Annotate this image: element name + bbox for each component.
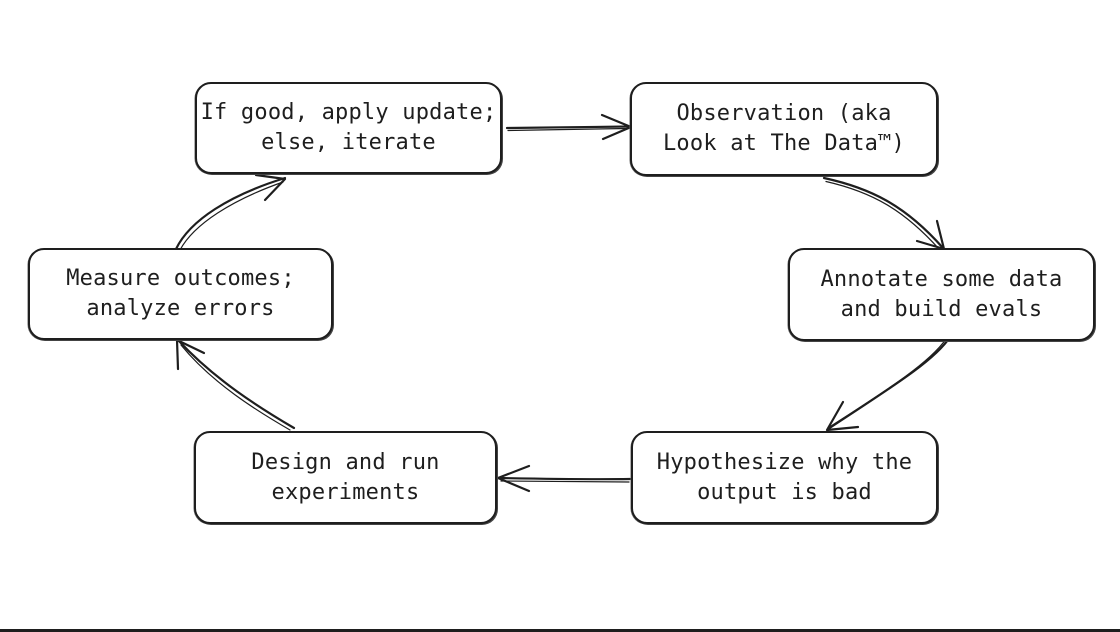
node-observation: Observation (aka Look at The Data™) (630, 82, 938, 176)
bottom-divider (0, 629, 1120, 632)
edge-hypothesize-to-design (496, 464, 632, 493)
node-design-experiments-line-2: experiments (271, 479, 420, 505)
node-apply-update-line-1: If good, apply update; (200, 100, 497, 125)
node-observation-line-1: Observation (aka (676, 101, 892, 126)
node-apply-update-line-2: else, iterate (261, 130, 436, 155)
node-annotate-data-line-2: and build evals (840, 296, 1043, 322)
node-design-experiments-line-1: Design and run (251, 449, 440, 475)
edge-annotate-to-hypothesize (825, 335, 952, 432)
node-apply-update: If good, apply update; else, iterate (195, 82, 502, 174)
edge-observe-to-annotate (822, 176, 946, 251)
node-annotate-data: Annotate some data and build evals (788, 248, 1095, 341)
node-observation-line-2: Look at The Data™) (662, 131, 905, 156)
node-hypothesize-line-1: Hypothesize why the (656, 449, 913, 475)
edge-measure-to-apply (174, 173, 287, 251)
node-measure-outcomes: Measure outcomes; analyze errors (28, 248, 333, 340)
node-hypothesize-line-2: output is bad (697, 479, 872, 505)
edge-apply-to-observe (505, 113, 633, 141)
edge-design-to-measure (175, 338, 296, 431)
node-measure-outcomes-line-1: Measure outcomes; (66, 266, 295, 291)
node-annotate-data-line-1: Annotate some data (820, 266, 1063, 292)
node-measure-outcomes-line-2: analyze errors (86, 296, 275, 321)
node-design-experiments: Design and run experiments (194, 431, 497, 524)
node-hypothesize: Hypothesize why the output is bad (631, 431, 938, 524)
